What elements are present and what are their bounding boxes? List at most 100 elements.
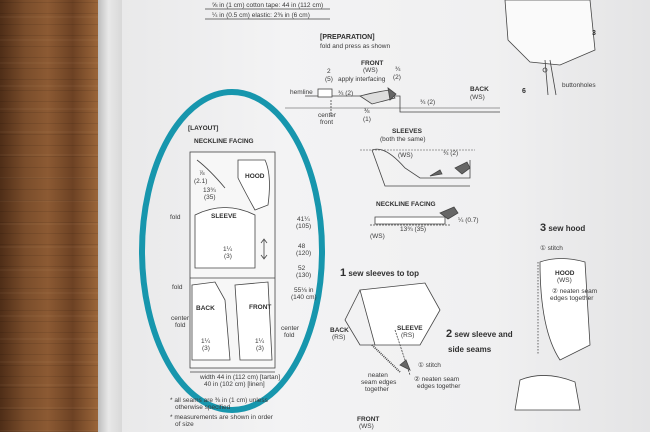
top-right-garment-sketch <box>504 0 596 96</box>
layout-neckline-facing: NECKLINE FACING <box>194 138 254 145</box>
top-right-6: 6 <box>522 88 526 95</box>
step1-front: FRONT <box>357 416 380 423</box>
prep-m34d: ¾ (2) <box>443 150 459 157</box>
prep-center: center <box>318 112 337 119</box>
step3-neaten: ② neaten seam <box>552 288 598 295</box>
step3-title-row: 3 sew hood <box>540 222 585 234</box>
prep-sleeves-diagram <box>360 148 475 187</box>
layout-m114b: 1¼ <box>201 338 211 345</box>
step1-back-rs: (RS) <box>332 334 346 341</box>
step3-stitch: ① stitch <box>540 245 563 252</box>
prep-m34a2: (2) <box>393 74 401 81</box>
layout-title: [LAYOUT] <box>188 125 219 132</box>
prep-front-ws: (WS) <box>363 67 378 74</box>
prep-m34b: ¾ (2) <box>338 90 354 97</box>
layout-right-48: 48 <box>298 243 306 250</box>
layout-center-fold-r2: fold <box>284 332 295 339</box>
layout-center-fold-l2: fold <box>175 322 186 329</box>
layout-cutting-diagram <box>189 151 276 373</box>
layout-m1334b: (35) <box>204 194 216 201</box>
layout-right-55: 55⅛ in <box>294 287 314 294</box>
step1-sleeve: SLEEVE <box>397 325 423 332</box>
step3-neaten2: edges together <box>550 295 594 302</box>
layout-m114ab: (3) <box>224 253 232 260</box>
step1-neaten2: seam edges <box>361 379 397 386</box>
layout-hood: HOOD <box>245 173 265 180</box>
step2-number: 2 <box>446 328 453 340</box>
prep-neckline-facing: NECKLINE FACING <box>376 201 436 208</box>
note-seams: * all seams are ⅜ in (1 cm) unless <box>170 397 268 404</box>
prep-title: [PREPARATION] <box>320 34 375 41</box>
prep-sleeves-ws: (WS) <box>398 152 413 159</box>
prep-back-ws: (WS) <box>470 94 485 101</box>
prep-neckline-facing-diagram <box>370 206 459 226</box>
step1-back: BACK <box>330 327 349 334</box>
step1-sleeve-rs: (RS) <box>401 332 415 339</box>
layout-m1334: 13¾ <box>203 187 216 194</box>
layout-right-52: 52 <box>298 265 306 272</box>
layout-right-41b: (105) <box>296 223 312 230</box>
step2-title2: side seams <box>448 345 492 354</box>
step1-title-row: 1 sew sleeves to top <box>340 267 419 279</box>
top-right-3: 3 <box>592 30 596 37</box>
step3-hood: HOOD <box>555 270 575 277</box>
layout-width1: width 44 in (112 cm) [tartan] <box>200 374 281 381</box>
step1-front-ws: (WS) <box>359 423 374 430</box>
layout-back: BACK <box>196 305 215 312</box>
prep-m1334: 13¾ (35) <box>400 226 427 233</box>
top-right-buttonholes: buttonholes <box>562 82 596 89</box>
prep-front: front <box>320 119 334 126</box>
layout-center-fold-l: center <box>171 315 190 322</box>
prep-m2: 2 <box>327 68 331 75</box>
layout-m114bb: (3) <box>202 345 210 352</box>
note-measurements2: of size <box>175 421 194 428</box>
prep-both-same: (both the same) <box>380 136 426 143</box>
step3-number: 3 <box>540 222 547 234</box>
prep-m38b: (1) <box>363 116 371 123</box>
layout-right-48b: (120) <box>296 250 312 257</box>
step1-neaten3: together <box>365 386 389 393</box>
highlight-ellipse <box>139 89 325 413</box>
step1-number: 1 <box>340 267 347 279</box>
prep-nf-ws: (WS) <box>370 233 385 240</box>
prep-m34c: ¾ (2) <box>420 99 436 106</box>
prep-subtitle: fold and press as shown <box>320 43 391 50</box>
prep-m38: ⅜ <box>364 108 370 115</box>
prep-apply-interfacing: apply interfacing <box>338 76 386 83</box>
prep-front-label: FRONT <box>361 60 384 67</box>
step2-neaten2: edges together <box>417 383 461 390</box>
prep-m14: ¼ (0.7) <box>458 217 479 224</box>
step1-title: sew sleeves to top <box>348 269 420 278</box>
layout-m114a: 1¼ <box>223 246 233 253</box>
layout-sleeve: SLEEVE <box>211 213 237 220</box>
note-measurements: * measurements are shown in order <box>170 414 273 421</box>
prep-m2b: (5) <box>325 76 333 83</box>
prep-back-label: BACK <box>470 86 489 93</box>
book-page-edge <box>98 0 124 432</box>
prep-m34a: ¾ <box>395 66 401 73</box>
layout-fold1: fold <box>170 214 181 221</box>
step1-neaten: neaten <box>368 372 388 379</box>
step1-sleeve-to-top-diagram <box>344 282 441 376</box>
step3-title: sew hood <box>548 224 586 233</box>
step3-hood-ws: (WS) <box>557 277 572 284</box>
step2-title-row: 2 sew sleeve and <box>446 328 513 340</box>
layout-m114cb: (3) <box>256 345 264 352</box>
layout-front: FRONT <box>249 304 272 311</box>
step2-stitch: ① stitch <box>418 362 441 369</box>
note-seams2: otherwise specified <box>175 404 231 411</box>
layout-center-fold-r: center <box>281 325 300 332</box>
layout-fold2: fold <box>172 284 183 291</box>
layout-right-55b: (140 cm) <box>291 294 317 301</box>
prep-front-back-diagram <box>285 87 500 116</box>
layout-right-41: 41¼ <box>297 216 310 223</box>
layout-right-52b: (130) <box>296 272 312 279</box>
layout-m78b: (2.1) <box>194 178 208 185</box>
top-note-line1: ⅝ in (1 cm) cotton tape: 44 in (112 cm) <box>212 2 324 9</box>
top-note-line2: ¼ in (0.5 cm) elastic: 2⅜ in (6 cm) <box>212 12 310 19</box>
step3-hood-diagram <box>514 258 591 411</box>
prep-hemline: hemline <box>290 89 313 96</box>
step2-title: sew sleeve and <box>454 330 513 339</box>
step2-neaten: ② neaten seam <box>414 376 460 383</box>
